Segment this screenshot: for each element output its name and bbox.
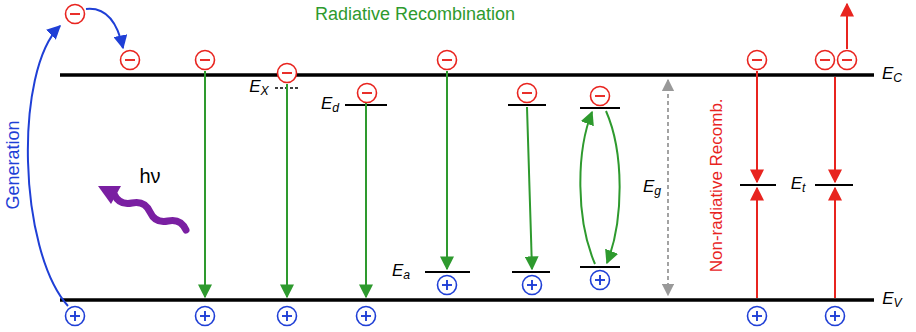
band-acceptor-arrow: [446, 71, 448, 269]
hole: [357, 307, 376, 326]
hole: [591, 271, 610, 290]
band-to-band-arrow: [204, 71, 206, 297]
electron: [121, 51, 140, 70]
band-label: EV: [882, 290, 902, 311]
level-label: Ed: [321, 95, 339, 116]
electron: [748, 51, 767, 70]
band-label: EC: [882, 65, 902, 86]
valence-band-edge: [60, 298, 874, 302]
gap-label: Eg: [641, 177, 663, 200]
electron: [358, 84, 377, 103]
capture-arrow: [834, 188, 836, 298]
process-label: Non-radiative Recomb.: [708, 98, 727, 272]
electron: [438, 51, 457, 70]
capture-arrow: [834, 77, 836, 182]
acceptor-level: [425, 271, 470, 273]
hole: [826, 307, 845, 326]
trap-level: [740, 184, 776, 186]
photon-symbol: hν: [139, 165, 160, 187]
electron: [278, 64, 297, 83]
hole: [278, 307, 297, 326]
photon-wave: [114, 194, 186, 230]
process-label: Generation: [4, 120, 24, 209]
capture-arrow: [756, 188, 758, 298]
electron: [518, 84, 537, 103]
hole: [196, 307, 215, 326]
hole: [748, 307, 767, 326]
section-heading: Radiative Recombination: [315, 5, 515, 25]
conduction-band-edge: [60, 73, 874, 77]
electron: [838, 51, 857, 70]
trap-level: [815, 184, 853, 186]
photon-arrowhead: [98, 186, 121, 204]
donor-band-arrow: [365, 103, 367, 297]
electron: [816, 51, 835, 70]
hole: [66, 307, 85, 326]
hole: [438, 276, 457, 295]
electron: [591, 87, 610, 106]
loop-arrow: [580, 112, 595, 264]
auger-arrow: [846, 4, 848, 49]
donor-acceptor-arrow: [527, 107, 532, 269]
generation-arrow: [28, 26, 68, 306]
loop-arrow: [606, 111, 620, 263]
relaxation-arrow: [86, 9, 123, 48]
acceptor-level: [580, 266, 620, 268]
acceptor-level: [512, 271, 550, 273]
band-gap-arrow: [667, 80, 669, 295]
exciton-arrow: [286, 84, 288, 297]
hole: [523, 276, 542, 295]
level-label: Et: [791, 175, 806, 196]
donor-level: [508, 104, 546, 106]
level-label: EX: [249, 78, 269, 99]
capture-arrow: [756, 71, 758, 182]
electron: [66, 5, 85, 24]
level-label: Ea: [392, 262, 410, 283]
donor-level: [580, 107, 620, 109]
electron: [196, 51, 215, 70]
